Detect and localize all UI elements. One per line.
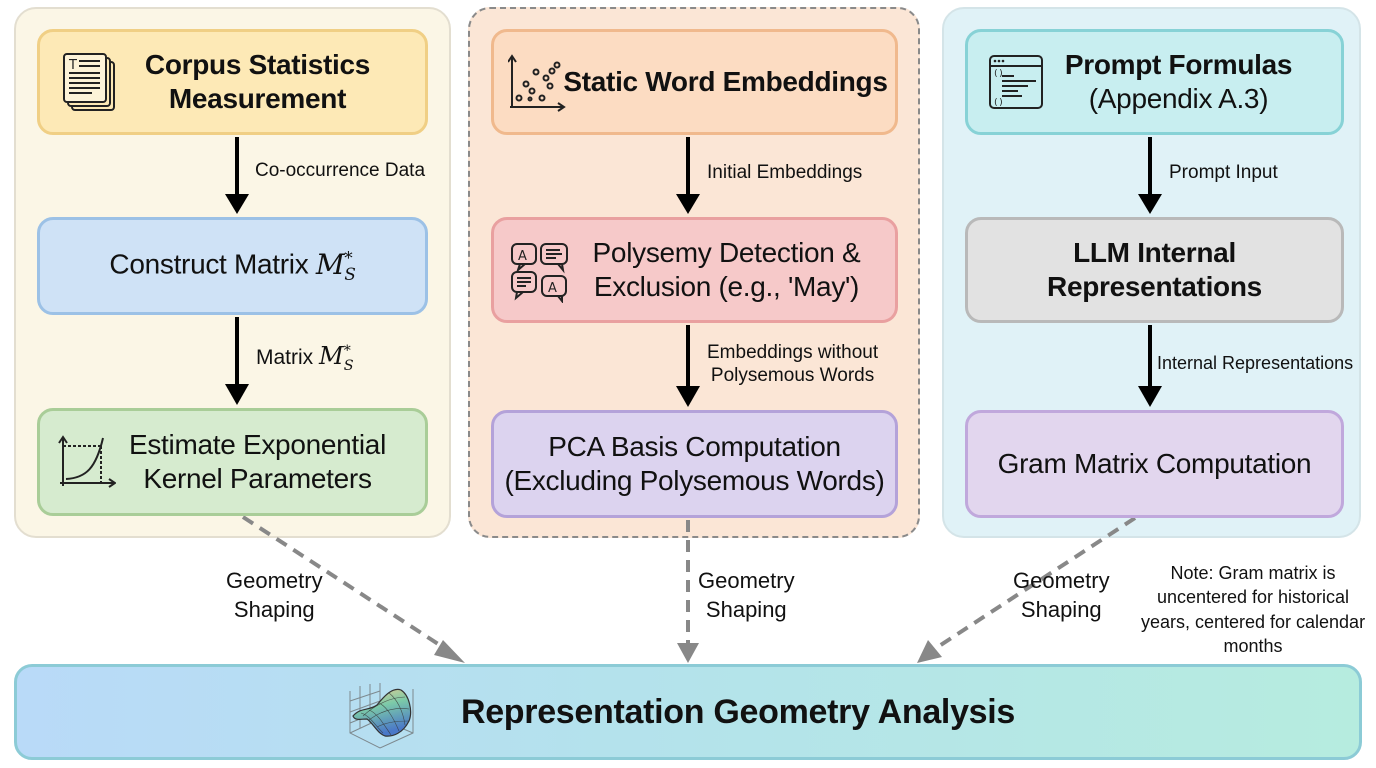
construct-matrix-node: Construct Matrix M*S <box>37 217 428 315</box>
corpus-title-line1: Corpus Statistics <box>144 49 371 81</box>
prompt-formulas-node: () () Prompt Formulas (Appendix A.3) <box>965 29 1344 135</box>
rga-title: Representation Geometry Analysis <box>460 692 1016 731</box>
edge-label-embeddings-without-polysemous: Embeddings without Polysemous Words <box>707 342 879 386</box>
scatter-plot-icon <box>508 54 566 112</box>
matrix-symbol: M*S <box>315 247 356 285</box>
polysemy-detection-node: A A Polysemy Detection & Exclusion (e.g.… <box>491 217 898 323</box>
3d-surface-plot-icon <box>349 683 414 749</box>
gram-matrix-note: Note: Gram matrix is uncentered for hist… <box>1140 563 1366 656</box>
edge-label-internal-representations: Internal Representations <box>1157 353 1354 373</box>
pca-basis-node: PCA Basis Computation (Excluding Polysem… <box>491 410 898 518</box>
corpus-statistics-node: T Corpus Statistics Measurement <box>37 29 428 135</box>
svg-text:T: T <box>68 58 77 73</box>
code-window-icon: () () <box>989 55 1043 109</box>
poly-title-line2: Exclusion (e.g., 'May') <box>593 271 860 302</box>
svg-text:(): () <box>993 98 1004 108</box>
static-word-embeddings-node: Static Word Embeddings <box>491 29 898 135</box>
edge-label-co-occurrence: Co-occurrence Data <box>255 160 426 181</box>
prompt-title-line1: Prompt Formulas <box>1064 49 1293 81</box>
estimate-title-line2: Kernel Parameters <box>143 463 372 494</box>
gram-title: Gram Matrix Computation <box>997 448 1312 480</box>
poly-title-line1: Polysemy Detection & <box>592 237 861 269</box>
svg-text:(): () <box>993 69 1004 79</box>
edge-label-prompt-input: Prompt Input <box>1169 162 1278 183</box>
llm-internal-representations-node: LLM Internal Representations <box>965 217 1344 323</box>
estimate-title-line1: Estimate Exponential <box>128 429 387 461</box>
edge-label-initial-embeddings: Initial Embeddings <box>707 162 863 183</box>
estimate-kernel-node: Estimate Exponential Kernel Parameters <box>37 408 428 516</box>
corpus-title-line2: Measurement <box>168 83 347 114</box>
pca-title-line1: PCA Basis Computation <box>548 431 841 463</box>
svg-text:A: A <box>548 281 557 296</box>
edge-label-matrix: Matrix M*S <box>256 342 354 374</box>
document-stack-icon: T <box>63 53 115 111</box>
static-title: Static Word Embeddings <box>563 66 888 98</box>
llm-title-line2: Representations <box>1047 271 1262 302</box>
exponential-curve-icon <box>58 435 116 488</box>
pca-title-line2: (Excluding Polysemous Words) <box>504 465 885 496</box>
dashed-arrow-mid-to-rga <box>677 520 699 663</box>
speech-bubbles-icon: A A <box>511 243 568 303</box>
construct-label: Construct Matrix <box>109 248 309 280</box>
prompt-title-line2: (Appendix A.3) <box>1088 83 1269 114</box>
gram-matrix-node: Gram Matrix Computation <box>965 410 1344 518</box>
representation-geometry-analysis-node: Representation Geometry Analysis <box>14 664 1362 760</box>
svg-text:A: A <box>518 249 527 264</box>
llm-title-line1: LLM Internal <box>1073 237 1236 269</box>
